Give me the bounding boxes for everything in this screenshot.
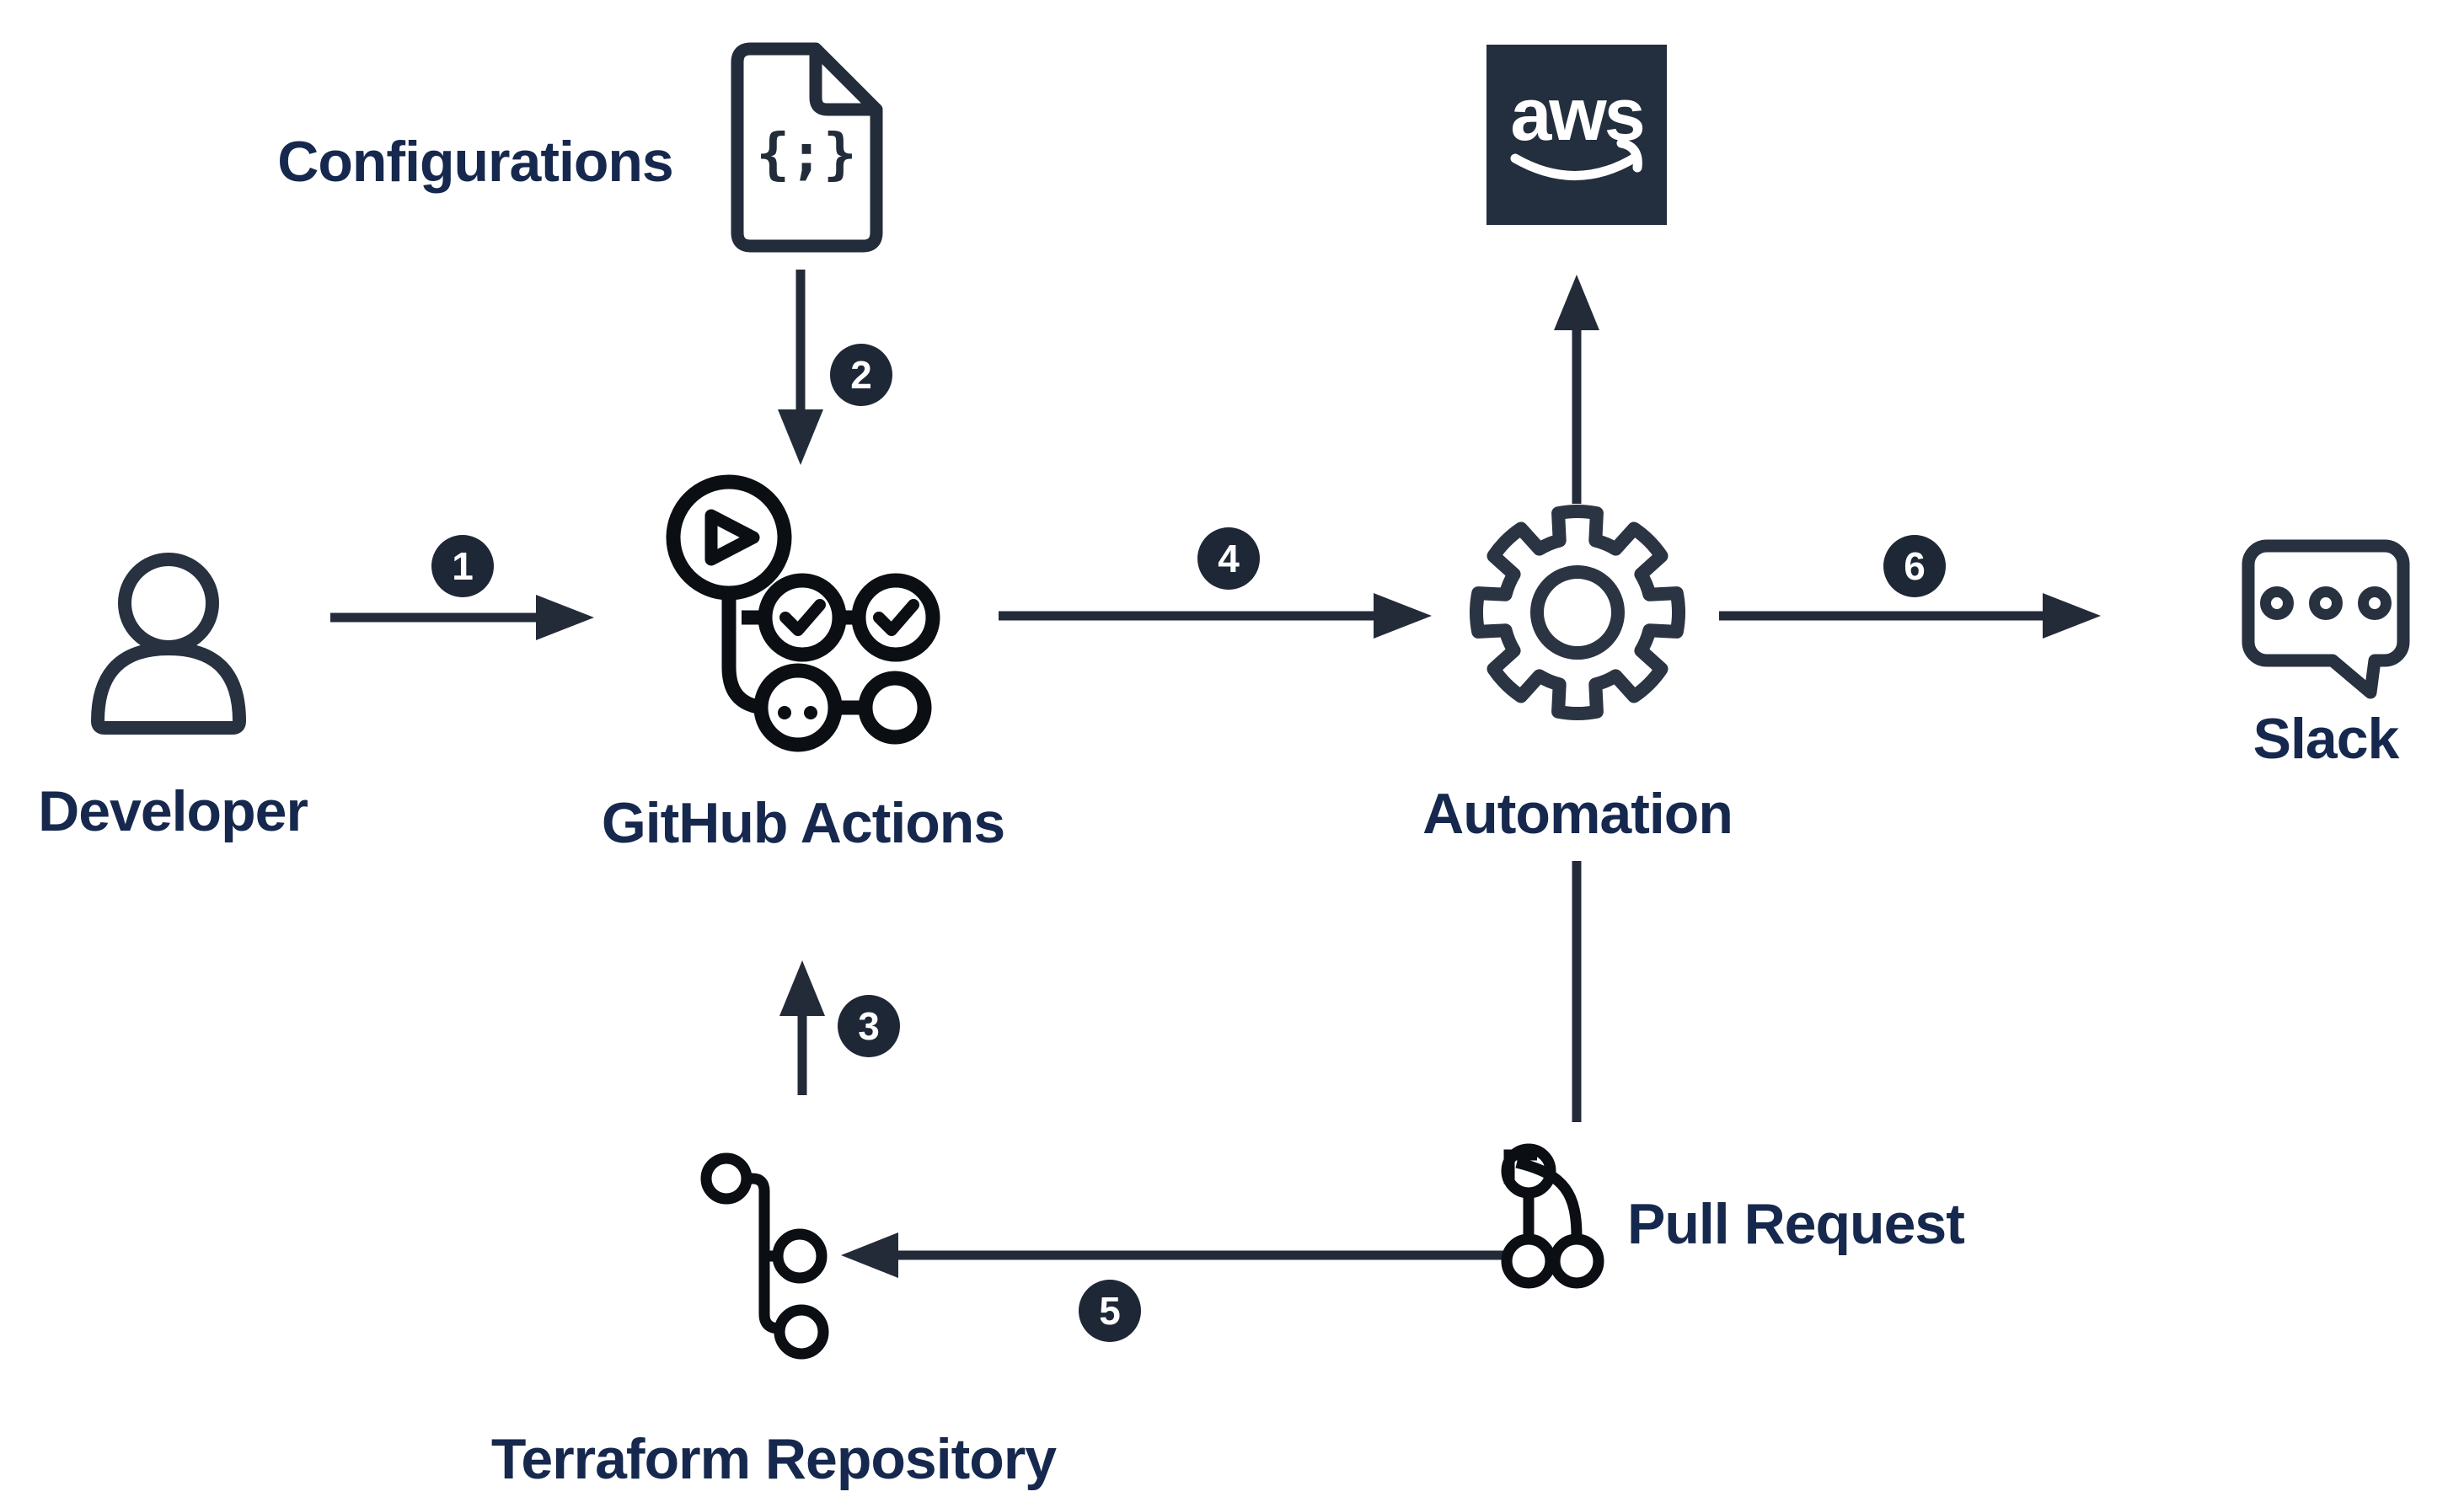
automation-label: Automation [1422, 782, 1733, 846]
code-document-icon: {;} [731, 42, 883, 253]
git-branch-icon [700, 1152, 829, 1360]
step-badge-3: 3 [838, 995, 900, 1057]
connectors [330, 270, 2101, 1278]
chat-bubble-icon [2242, 539, 2410, 699]
git-pull-request-icon [1501, 1143, 1604, 1289]
person-icon [91, 553, 246, 735]
arrow-step-6 [1719, 593, 2101, 639]
github-actions-label: GitHub Actions [601, 791, 1005, 855]
step-badge-2: 2 [830, 344, 892, 406]
developer-label: Developer [38, 779, 308, 843]
aws-smile-arrow-tip [1616, 138, 1642, 173]
pull-request-label: Pull Request [1627, 1192, 1965, 1256]
slack-label: Slack [2252, 707, 2400, 771]
arrow-step-1 [330, 595, 594, 640]
step-badge-5: 5 [1079, 1280, 1141, 1342]
step-badge-1: 1 [431, 535, 494, 597]
configurations-label: Configurations [277, 130, 674, 194]
arrow-step-5 [841, 1232, 1505, 1278]
github-actions-workflow-icon [666, 474, 940, 752]
step-badge-6: 6 [1883, 535, 1946, 597]
arrow-step-3 [779, 960, 825, 1095]
step-badge-4: 4 [1197, 527, 1260, 590]
terraform-repository-label: Terraform Repository [490, 1427, 1057, 1491]
aws-logo-icon: aws [1486, 45, 1667, 225]
arrow-automation-to-aws [1554, 275, 1599, 504]
gear-icon [1469, 504, 1686, 721]
aws-smile-swoosh [1510, 152, 1642, 180]
arrow-step-2 [778, 270, 823, 465]
code-glyph: {;} [756, 121, 856, 186]
arrow-step-4 [999, 593, 1432, 639]
